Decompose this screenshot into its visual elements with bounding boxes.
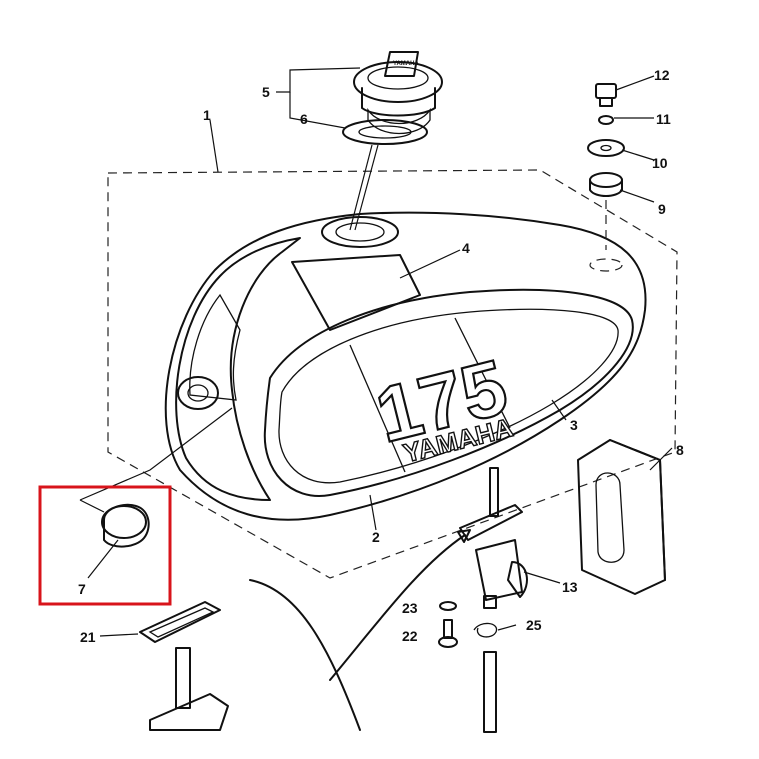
callout-4: 4 xyxy=(462,240,470,256)
washer-10[interactable] xyxy=(587,139,625,157)
callout-11: 11 xyxy=(656,111,671,127)
fuel-tap[interactable] xyxy=(459,467,528,609)
callout-25: 25 xyxy=(526,617,542,633)
callout-13: 13 xyxy=(562,579,578,595)
callout-22: 22 xyxy=(402,628,418,644)
assembly-boundary xyxy=(107,169,678,579)
screw-22[interactable] xyxy=(438,619,458,648)
clip-25[interactable] xyxy=(473,622,498,638)
highlight-box xyxy=(38,485,172,606)
callout-12: 12 xyxy=(654,67,670,83)
callout-21: 21 xyxy=(80,629,96,645)
top-emblem-stripe[interactable] xyxy=(291,254,421,331)
fuel-cap[interactable]: YAMAHA xyxy=(353,51,443,135)
side-emblem-panel[interactable] xyxy=(278,308,619,484)
callout-2: 2 xyxy=(372,529,380,545)
tank-mount-rubber[interactable] xyxy=(577,439,666,595)
bolt-12[interactable] xyxy=(595,83,617,107)
callout-9: 9 xyxy=(658,201,666,217)
callout-3: 3 xyxy=(570,417,578,433)
callout-8: 8 xyxy=(676,442,684,458)
callout-5: 5 xyxy=(262,84,270,100)
callout-10: 10 xyxy=(652,155,668,171)
tap-gasket-21[interactable] xyxy=(139,601,221,643)
callout-7: 7 xyxy=(78,581,86,597)
washer-23[interactable] xyxy=(439,601,457,611)
washer-11[interactable] xyxy=(598,115,614,125)
damper-9[interactable] xyxy=(589,172,623,197)
callout-23: 23 xyxy=(402,600,418,616)
fuel-tank[interactable]: 175 YAMAHA xyxy=(164,211,647,521)
cap-brand-text: YAMAHA xyxy=(393,61,419,67)
cap-plug-7[interactable] xyxy=(101,503,150,548)
cap-gasket[interactable] xyxy=(342,119,428,145)
callout-1: 1 xyxy=(203,107,211,123)
callout-6: 6 xyxy=(300,111,308,127)
